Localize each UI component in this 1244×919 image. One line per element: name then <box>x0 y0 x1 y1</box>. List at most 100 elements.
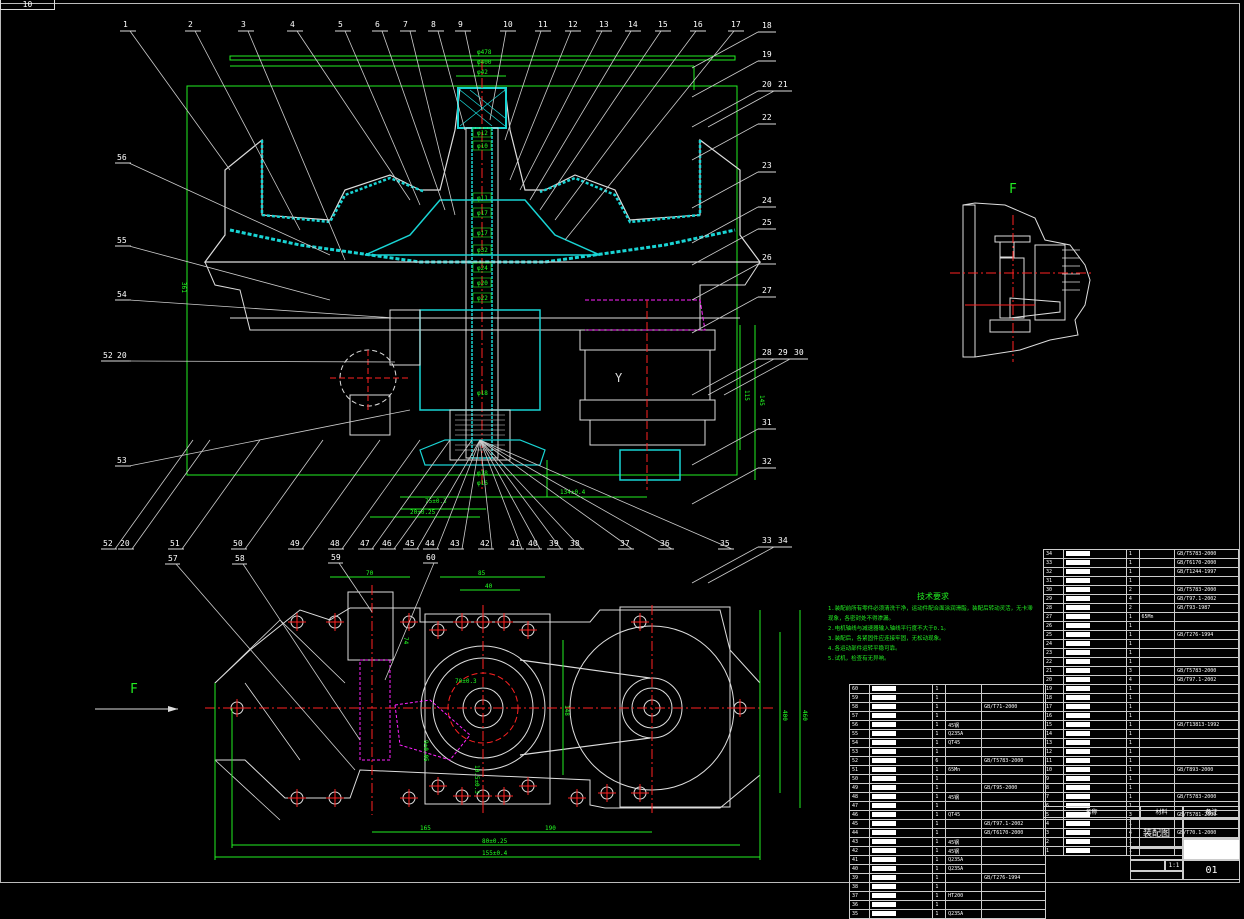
bom-cell-qty: 1 <box>932 846 947 856</box>
bom-cell-no: 31 <box>1042 576 1065 586</box>
leader-line <box>194 30 301 231</box>
bom-cell-qty: 1 <box>1125 657 1140 667</box>
bom-cell-qty: 6 <box>932 756 947 766</box>
leader-line <box>519 30 603 191</box>
bom-cell-qty: 1 <box>932 720 947 730</box>
dimension-label: φ18 <box>477 390 488 397</box>
bom-cell-qty: 1 <box>932 792 947 802</box>
leader-line <box>691 123 759 161</box>
bom-cell-name <box>1063 837 1127 847</box>
bom-cell-no: 35 <box>848 909 871 919</box>
brake-actuator <box>347 591 394 661</box>
bom-cell-qty: 1 <box>932 765 947 775</box>
bom-cell-material <box>1138 639 1176 649</box>
drawing-title: 装配图 <box>1130 818 1183 848</box>
bom-cell-name <box>1063 549 1127 559</box>
bom-cell-qty: 1 <box>932 837 947 847</box>
bom-cell-no: 54 <box>848 738 871 748</box>
leader-line <box>371 439 451 550</box>
section-view: Y φ478φ400φ42φ12φ10φ11φ17φ17φ32φ24φ20φ22… <box>101 20 808 584</box>
bom-cell-material <box>945 684 983 694</box>
leader-line <box>341 439 421 550</box>
bom-cell-material <box>1138 774 1176 784</box>
leader-line <box>691 263 759 301</box>
bom-cell-name <box>1063 747 1127 757</box>
bom-cell-no: 33 <box>1042 558 1065 568</box>
bom-cell-no: 23 <box>1042 648 1065 658</box>
bom-cell-material: QT45 <box>945 810 983 820</box>
bom-cell-std <box>981 693 1046 703</box>
bom-cell-material <box>945 756 983 766</box>
bom-cell-std <box>981 882 1046 892</box>
bom-cell-std <box>1174 702 1239 712</box>
bom-header-note: 备注 <box>1183 806 1240 818</box>
leader-line <box>437 30 466 131</box>
pulley <box>419 439 546 466</box>
bom-cell-name <box>869 756 934 766</box>
bom-cell-name <box>1063 639 1127 649</box>
bom-cell-no: 59 <box>848 693 871 703</box>
bom-cell-no: 9 <box>1042 774 1065 784</box>
bom-cell-no: 45 <box>848 819 871 829</box>
bom-cell-name <box>869 846 934 856</box>
bom-cell-std <box>981 747 1046 757</box>
dimension-label: φ17 <box>477 230 488 237</box>
bom-cell-name <box>869 819 934 829</box>
balloon-45: 45 <box>405 539 415 548</box>
bom-cell-name <box>1063 711 1127 721</box>
balloon-46: 46 <box>382 539 392 548</box>
bom-cell-std <box>981 720 1046 730</box>
dimension-label: φ12 <box>477 130 488 137</box>
bom-cell-no: 8 <box>1042 783 1065 793</box>
bom-cell-material <box>1138 576 1176 586</box>
dimension-label: 165 <box>420 825 431 832</box>
bom-cell-name <box>1063 585 1127 595</box>
bom-cell-std <box>981 801 1046 811</box>
bom-cell-std <box>1174 612 1239 622</box>
bom-cell-no: 53 <box>848 747 871 757</box>
bom-cell-material <box>945 900 983 910</box>
bom-cell-name <box>1063 846 1127 856</box>
balloon-34: 34 <box>778 536 788 545</box>
leader-line <box>128 409 411 467</box>
leader-line <box>479 439 633 550</box>
bom-cell-no: 24 <box>1042 639 1065 649</box>
bom-cell-std <box>1174 621 1239 631</box>
bom-header-name: 名称 <box>1043 806 1140 818</box>
balloon-52: 52 <box>103 539 113 548</box>
bom-cell-qty: 4 <box>1125 594 1140 604</box>
bom-cell-std: GB/T893-2000 <box>1174 765 1239 775</box>
bom-cell-name <box>869 729 934 739</box>
bom-cell-qty: 1 <box>932 711 947 721</box>
bom-cell-material <box>1138 666 1176 676</box>
bom-cell-qty: 1 <box>932 747 947 757</box>
bom-cell-material <box>1138 765 1176 775</box>
bom-cell-qty: 1 <box>1125 576 1140 586</box>
balloon-27: 27 <box>762 286 772 295</box>
bom-cell-no: 50 <box>848 774 871 784</box>
bom-cell-std <box>1174 648 1239 658</box>
bom-cell-name <box>1063 621 1127 631</box>
dimension-label: φ400 <box>477 59 492 66</box>
bom-cell-std <box>981 684 1046 694</box>
leader-line <box>393 439 473 550</box>
bom-cell-material <box>1138 783 1176 793</box>
bom-cell-no: 32 <box>1042 567 1065 577</box>
balloon-43: 43 <box>450 539 460 548</box>
balloon-4: 4 <box>290 20 295 29</box>
bom-cell-name <box>869 900 934 910</box>
bom-cell-std <box>981 900 1046 910</box>
leader-line <box>691 296 759 334</box>
scale-value: 1:1 <box>1165 860 1183 871</box>
bom-cell-qty: 1 <box>1125 702 1140 712</box>
dimension-label: φ17 <box>477 210 488 217</box>
